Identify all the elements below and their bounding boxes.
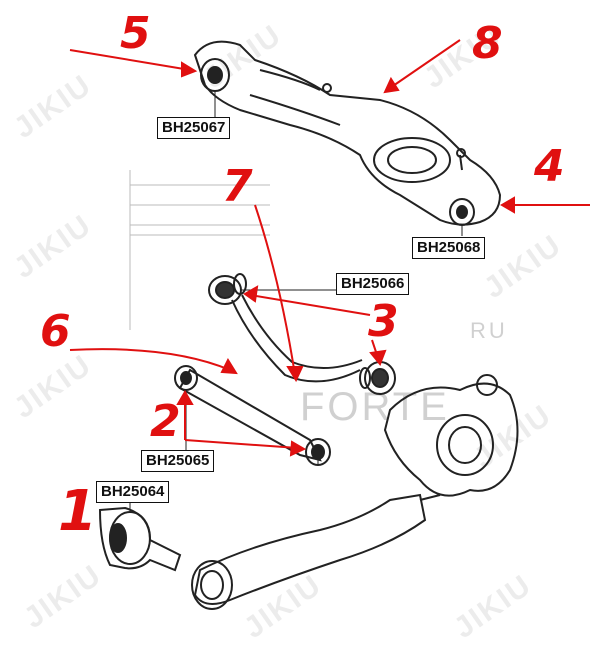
callout-number-2: 2 <box>150 396 181 447</box>
watermark-site-top: RU <box>470 318 508 343</box>
callout-number-1: 1 <box>58 479 97 544</box>
callout-number-3: 3 <box>368 296 399 347</box>
callout-number-6: 6 <box>40 306 71 357</box>
part-label-bh25064: BH25064 <box>96 481 170 503</box>
reference-lines <box>129 170 270 330</box>
rear-knuckle <box>383 374 519 501</box>
part-label-bh25066: BH25066 <box>336 273 410 295</box>
callout-number-5: 5 <box>120 8 151 59</box>
part-label-bh25067: BH25067 <box>157 117 231 139</box>
callout-number-7: 7 <box>222 161 253 212</box>
trailing-arm <box>98 493 427 610</box>
part-label-bh25068: BH25068 <box>412 237 486 259</box>
part-label-bh25065: BH25065 <box>141 450 215 472</box>
upper-control-arm <box>193 40 502 226</box>
callout-number-8: 8 <box>472 18 503 69</box>
callout-arrows <box>69 39 590 457</box>
callout-number-4: 4 <box>534 141 565 192</box>
